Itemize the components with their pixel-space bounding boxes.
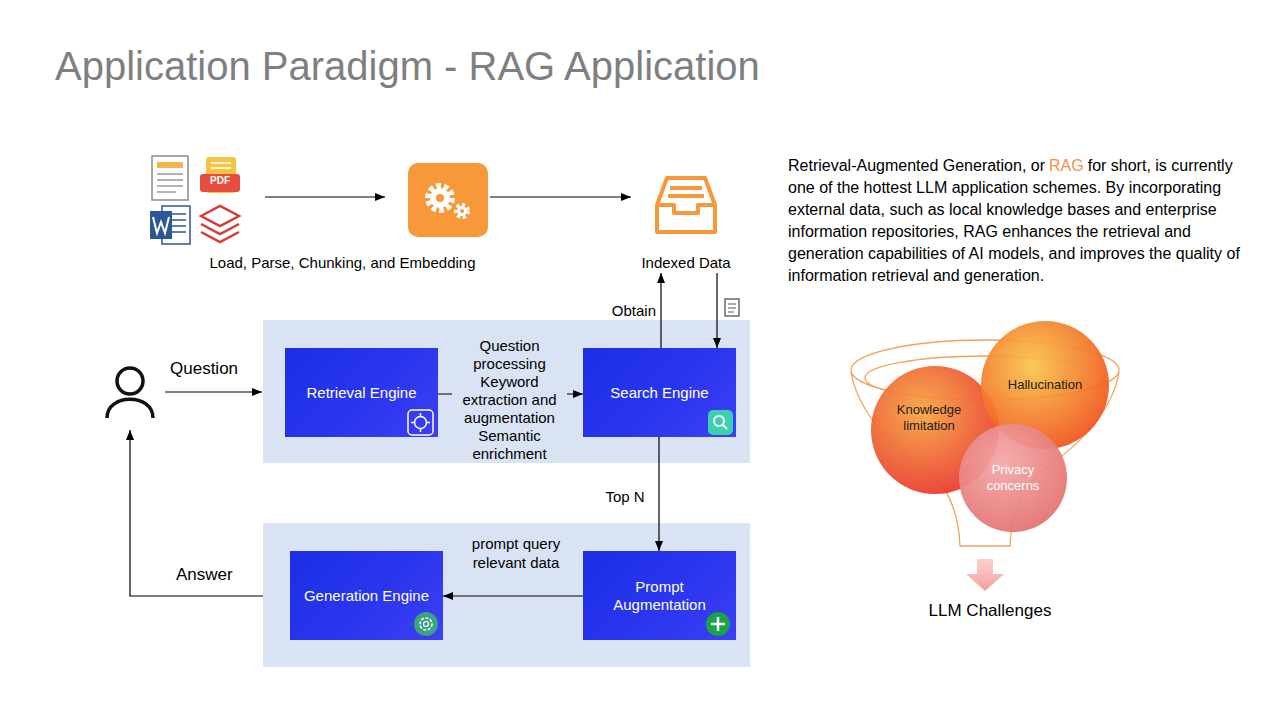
retrieval-icon bbox=[411, 413, 430, 432]
node-label: Load, Parse, Chunking, and Embedding bbox=[209, 254, 475, 272]
node-label: Generation Engine bbox=[304, 587, 429, 605]
process-box: Retrieval Engine bbox=[285, 348, 438, 437]
flow-arrow bbox=[660, 273, 661, 348]
gear-icon bbox=[408, 163, 488, 237]
gear-icon bbox=[457, 206, 467, 216]
plus-icon bbox=[706, 612, 730, 636]
flow-arrow bbox=[443, 595, 583, 596]
word-icon bbox=[150, 206, 190, 244]
layers-icon bbox=[201, 206, 239, 226]
database-icon bbox=[668, 188, 704, 196]
retrieval-icon bbox=[408, 410, 433, 435]
retrieval-icon bbox=[408, 410, 433, 435]
pdf-icon bbox=[200, 157, 240, 193]
openai-icon bbox=[420, 618, 432, 630]
gear-icon bbox=[430, 188, 450, 208]
layers-icon bbox=[201, 206, 239, 242]
description-paragraph: Retrieval-Augmented Generation, orRAGfor… bbox=[788, 155, 1260, 287]
process-box: Prompt Augmentation bbox=[583, 551, 736, 640]
word-icon bbox=[153, 217, 169, 233]
icon-text: PDF bbox=[200, 175, 240, 187]
user-icon bbox=[107, 368, 153, 418]
document-icon bbox=[152, 156, 188, 200]
document-icon bbox=[152, 156, 188, 200]
flow-arrow bbox=[265, 197, 385, 198]
edge-label: prompt query relevant data bbox=[466, 534, 566, 572]
edge-label: Obtain bbox=[596, 301, 656, 320]
flow-arrow bbox=[716, 273, 717, 348]
pdf-icon bbox=[200, 174, 240, 192]
answer-arrow bbox=[130, 430, 263, 596]
openai-icon bbox=[414, 612, 438, 636]
funnel-arrow bbox=[966, 559, 1004, 591]
edge-label: Question processing Keyword extraction a… bbox=[452, 337, 567, 463]
pdf-icon bbox=[211, 163, 231, 168]
group-band bbox=[263, 523, 750, 667]
plus-icon bbox=[706, 612, 730, 636]
node-label: Prompt Augmentation bbox=[593, 578, 726, 614]
description-text: for short, is currently one of the hotte… bbox=[788, 157, 1240, 284]
document-small-icon bbox=[725, 299, 739, 316]
challenge-circle: Privacy concerns bbox=[958, 423, 1068, 533]
group-band bbox=[263, 320, 750, 463]
document-icon bbox=[157, 174, 183, 192]
document-small-icon bbox=[725, 299, 739, 316]
edge-label: Top N bbox=[598, 487, 652, 506]
group-band bbox=[263, 320, 750, 667]
database-icon bbox=[657, 205, 715, 213]
funnel-arrow bbox=[966, 559, 1004, 591]
description-text: Retrieval-Augmented Generation, or bbox=[788, 157, 1045, 174]
gear-icon bbox=[408, 163, 488, 237]
search-icon bbox=[708, 410, 733, 435]
openai-icon bbox=[424, 622, 429, 627]
slide-title: Application Paradigm - RAG Application bbox=[55, 44, 760, 89]
search-icon bbox=[708, 410, 733, 435]
database-icon bbox=[657, 178, 715, 232]
gear-icon bbox=[456, 205, 468, 217]
gear-icon bbox=[460, 209, 464, 213]
word-icon bbox=[150, 211, 172, 239]
node-label: Search Engine bbox=[610, 384, 708, 402]
document-small-icon bbox=[728, 304, 736, 312]
circle-outline bbox=[959, 424, 1067, 532]
user-icon bbox=[107, 399, 153, 418]
retrieval-icon bbox=[415, 417, 427, 429]
circle-label: Knowledge limitation bbox=[889, 402, 969, 434]
gear-icon bbox=[436, 194, 444, 202]
funnel-caption: LLM Challenges bbox=[905, 601, 1075, 621]
data-store: Indexed Data bbox=[631, 165, 741, 273]
layers-icon bbox=[201, 232, 239, 242]
database-icon bbox=[657, 178, 715, 232]
question-arrow bbox=[165, 391, 262, 392]
circle-label: Privacy concerns bbox=[978, 462, 1048, 494]
flow-arrow bbox=[490, 196, 631, 197]
process-step: Load, Parse, Chunking, and Embedding bbox=[195, 163, 490, 273]
highlight-term: RAG bbox=[1049, 157, 1084, 174]
openai-icon bbox=[414, 612, 438, 636]
node-label: Indexed Data bbox=[641, 254, 730, 272]
circle-label: Hallucination bbox=[995, 377, 1095, 393]
flow-label: Question bbox=[170, 359, 260, 379]
gear-icon bbox=[428, 186, 452, 210]
flow-label: Answer bbox=[176, 565, 256, 585]
answer-arrow bbox=[130, 430, 263, 596]
node-label: Retrieval Engine bbox=[306, 384, 416, 402]
plus-icon bbox=[711, 617, 725, 631]
process-box: Generation Engine bbox=[290, 551, 443, 640]
document-icon bbox=[157, 162, 183, 168]
layers-icon bbox=[201, 224, 239, 234]
process-box: Search Engine bbox=[583, 348, 736, 437]
search-icon bbox=[714, 416, 724, 426]
flow-arrow bbox=[265, 196, 385, 197]
search-icon bbox=[723, 425, 727, 429]
user-icon bbox=[117, 368, 143, 394]
flow-arrow bbox=[658, 437, 659, 551]
question-arrow bbox=[165, 392, 262, 393]
